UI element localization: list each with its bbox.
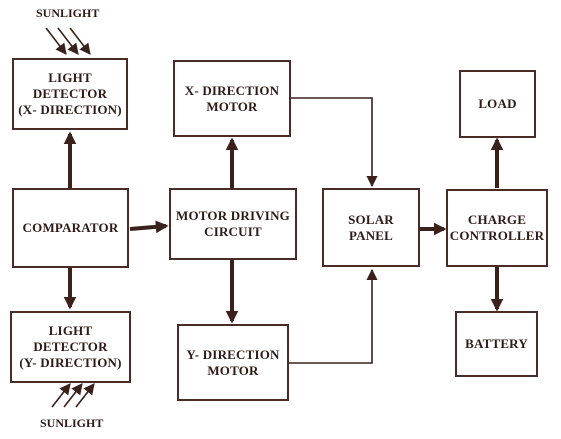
- y-direction-motor-block: Y- DIRECTION MOTOR: [177, 324, 289, 401]
- light-detector-x-line-3: (X- DIRECTION): [18, 102, 122, 117]
- comparator-block: COMPARATOR: [12, 188, 129, 268]
- charge-controller-line-1: CHARGE: [467, 212, 527, 227]
- light-detector-y-line-3: (Y- DIRECTION): [19, 355, 122, 370]
- x-direction-motor-line-1: X- DIRECTION: [184, 82, 280, 98]
- line-y-motor-to-solar-panel: [289, 268, 378, 364]
- comparator-label: COMPARATOR: [22, 220, 119, 235]
- light-detector-y-block: LIGHT DETECTOR (Y- DIRECTION): [10, 311, 131, 383]
- line-x-motor-to-solar-panel: [291, 97, 378, 188]
- arrow-comparator-to-motor-driving-circuit: [129, 220, 169, 234]
- battery-block: BATTERY: [455, 311, 538, 377]
- y-direction-motor-line-1: Y- DIRECTION: [186, 346, 280, 362]
- solar-panel-line-2: PANEL: [348, 227, 394, 243]
- solar-panel-line-1: SOLAR: [348, 211, 394, 227]
- charge-controller-block: CHARGE CONTROLLER: [446, 189, 548, 267]
- x-direction-motor-line-2: MOTOR: [206, 98, 258, 114]
- sunlight-label-bottom: SUNLIGHT: [40, 416, 104, 430]
- light-detector-x-block: LIGHT DETECTOR (X- DIRECTION): [12, 58, 128, 130]
- motor-driving-circuit-line-1: MOTOR DRIVING: [176, 208, 290, 223]
- y-direction-motor-line-2: MOTOR: [207, 362, 259, 378]
- solar-panel-block: SOLAR PANEL: [322, 188, 420, 267]
- sunlight-rays-bottom: [51, 383, 95, 408]
- x-direction-motor-block: X- DIRECTION MOTOR: [173, 60, 291, 137]
- sunlight-rays-top: [45, 27, 91, 55]
- light-detector-y-line-1: LIGHT: [48, 323, 93, 338]
- motor-driving-circuit-block: MOTOR DRIVING CIRCUIT: [169, 188, 297, 260]
- light-detector-x-line-1: LIGHT: [48, 70, 92, 85]
- light-detector-x-line-2: DETECTOR: [32, 86, 108, 101]
- load-label: LOAD: [478, 96, 517, 111]
- battery-label: BATTERY: [465, 336, 528, 351]
- load-block: LOAD: [459, 70, 536, 138]
- motor-driving-circuit-line-2: CIRCUIT: [204, 224, 262, 239]
- charge-controller-line-2: CONTROLLER: [449, 228, 545, 243]
- light-detector-y-line-2: DETECTOR: [33, 339, 108, 354]
- sunlight-label-top: SUNLIGHT: [36, 6, 100, 20]
